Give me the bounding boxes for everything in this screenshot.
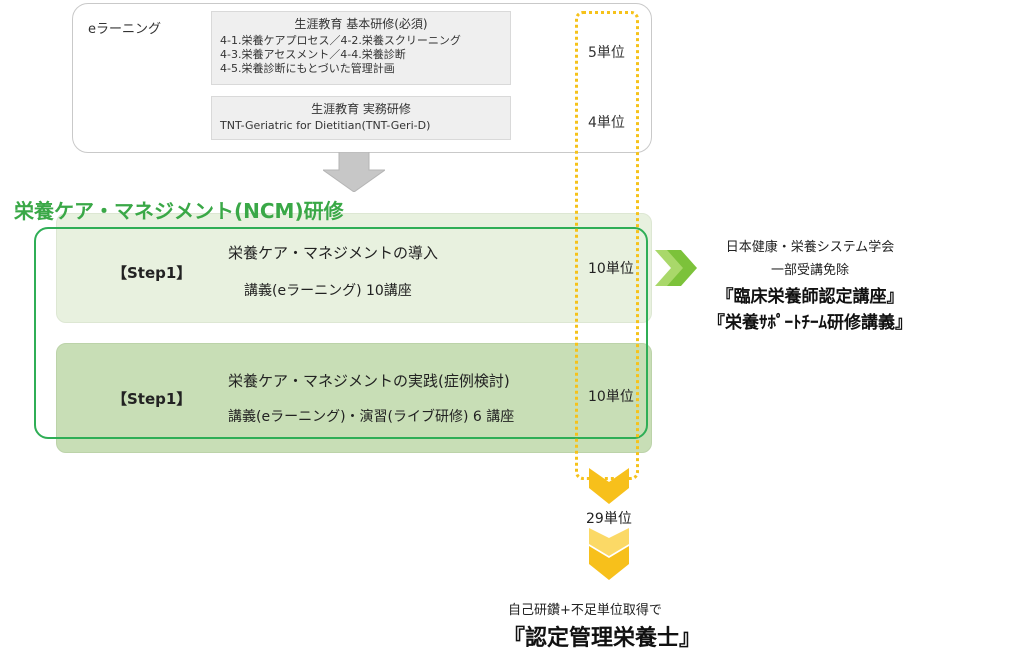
units-column-frame: [575, 11, 639, 480]
basic-training-title: 生涯教育 基本研修(必須): [294, 17, 428, 31]
step1-units: 10単位: [588, 261, 634, 277]
exemption-course-2: 『栄養ｻﾎﾟｰﾄﾁｰﾑ研修講義』: [708, 313, 912, 333]
step2-label: 【Step1】: [112, 390, 192, 408]
step1-title: 栄養ケア・マネジメントの導入: [228, 244, 439, 262]
exemption-note: 一部受講免除: [770, 263, 849, 278]
basic-training-line-2: 4-3.栄養アセスメント／4-4.栄養診断: [220, 48, 406, 61]
certified-dietitian-title: 『認定管理栄養士』: [503, 626, 702, 651]
step1-subtitle: 講義(eラーニング) 10講座: [244, 283, 412, 299]
ncm-frame: [34, 227, 648, 439]
total-units: 29単位: [586, 511, 632, 527]
exemption-course-1: 『臨床栄養師認定講座』: [716, 287, 904, 307]
ncm-title: 栄養ケア・マネジメント(NCM)研修: [14, 199, 344, 223]
step2-subtitle: 講義(eラーニング)・演習(ライブ研修) 6 講座: [228, 409, 515, 425]
practical-units: 4単位: [588, 115, 625, 131]
step2-units: 10単位: [588, 389, 634, 405]
chevron-right-icon: [655, 250, 697, 286]
chevron-down-double-icon: [589, 528, 629, 580]
practical-training-title: 生涯教育 実務研修: [311, 102, 411, 116]
basic-training-box: 生涯教育 基本研修(必須) 4-1.栄養ケアプロセス／4-2.栄養スクリーニング…: [211, 11, 511, 85]
step2-box: [56, 343, 652, 453]
chevron-down-icon: [589, 468, 629, 504]
down-arrow-icon: [323, 152, 385, 192]
basic-units: 5単位: [588, 45, 625, 61]
practical-training-line: TNT-Geriatric for Dietitian(TNT-Geri-D): [220, 119, 431, 132]
step2-title: 栄養ケア・マネジメントの実践(症例検討): [228, 372, 510, 390]
elearning-label: eラーニング: [88, 22, 161, 37]
basic-training-line-1: 4-1.栄養ケアプロセス／4-2.栄養スクリーニング: [220, 34, 461, 47]
exemption-society: 日本健康・栄養システム学会: [725, 240, 895, 255]
step1-label: 【Step1】: [112, 264, 192, 282]
step1-box: [56, 213, 652, 323]
exemption-block: 日本健康・栄養システム学会 一部受講免除 『臨床栄養師認定講座』 『栄養ｻﾎﾟｰ…: [690, 236, 930, 333]
basic-training-line-3: 4-5.栄養診断にもとづいた管理計画: [220, 62, 395, 75]
practical-training-box: 生涯教育 実務研修 TNT-Geriatric for Dietitian(TN…: [211, 96, 511, 140]
self-study-note: 自己研鑽+不足単位取得で: [508, 603, 662, 618]
